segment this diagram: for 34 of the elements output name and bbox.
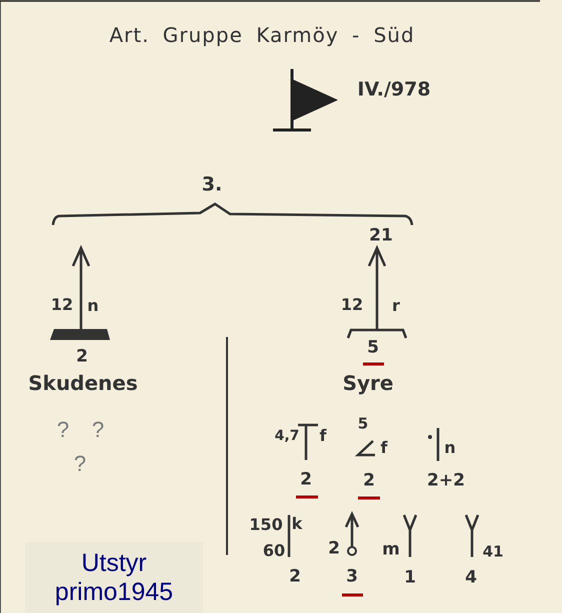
letter-label: m	[382, 542, 400, 558]
number-label: 21	[369, 228, 393, 244]
place-name: Syre	[342, 373, 394, 393]
unit-number: IV./978	[357, 80, 431, 100]
number-label: 4,7	[274, 429, 300, 443]
number-label: 2	[289, 568, 301, 586]
number-label: 12	[340, 297, 364, 313]
number-label: 3	[346, 568, 358, 586]
number-label: 2+2	[427, 472, 465, 490]
number-label: 12	[50, 297, 74, 313]
caption-text: Utstyr primo1945	[54, 548, 174, 606]
group-number: 3.	[202, 176, 222, 194]
number-label: 150	[249, 517, 283, 533]
question-mark: ?	[74, 453, 86, 475]
place-name: Skudenes	[28, 373, 138, 393]
letter-label: k	[292, 516, 302, 532]
letter-label: n	[444, 440, 456, 456]
number-label: 60	[262, 543, 286, 559]
number-label: 2	[76, 348, 88, 366]
number-label: 2	[328, 540, 340, 558]
question-mark: ?	[92, 419, 104, 441]
number-label: 2	[363, 472, 375, 490]
number-label: 41	[482, 544, 504, 560]
number-label: 4	[465, 570, 477, 586]
letter-label: n	[87, 298, 99, 314]
letter-label: f	[320, 428, 326, 444]
number-label: 5	[367, 340, 379, 356]
number-label: 5	[358, 416, 368, 432]
letter-label: f	[380, 440, 388, 456]
letter-label: r	[392, 298, 400, 314]
number-label: 1	[404, 570, 416, 586]
number-label: 2	[300, 472, 312, 488]
question-mark: ?	[56, 419, 70, 441]
title: Art. Gruppe Karmöy - Süd	[109, 25, 415, 45]
